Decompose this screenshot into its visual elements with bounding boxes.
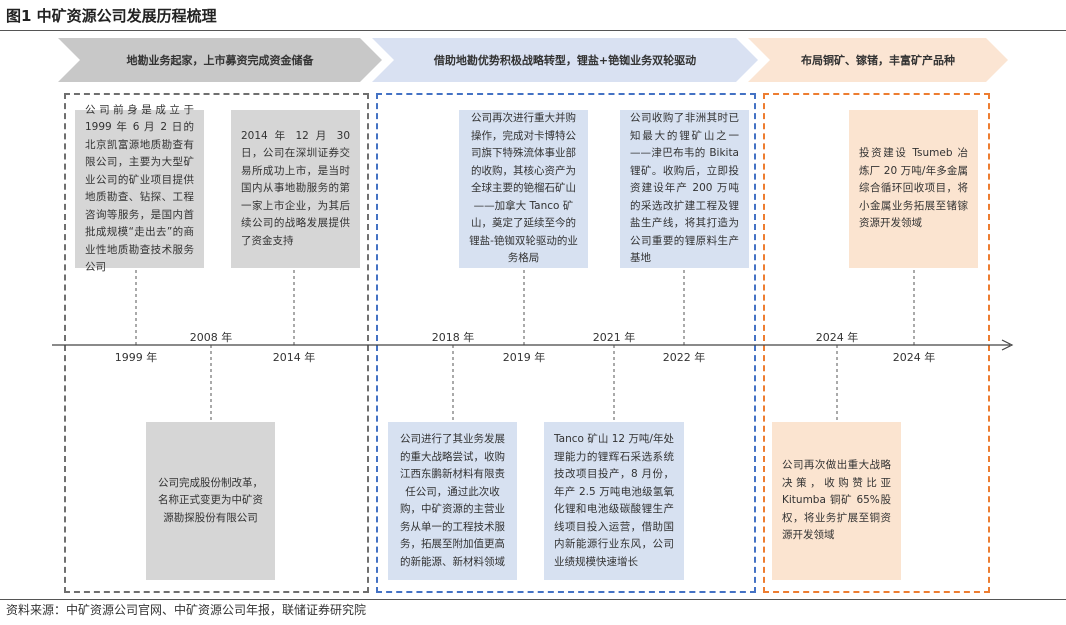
event-box-2024-top: 投资建设 Tsumeb 冶炼厂 20 万吨/年多金属综合循环回收项目，将小金属业… [849, 110, 978, 268]
year-label-2018: 2018 年 [431, 331, 475, 344]
year-label-2022: 2022 年 [662, 351, 706, 364]
year-label-2019: 2019 年 [502, 351, 546, 364]
year-label-2024-top: 2024 年 [892, 351, 936, 364]
event-box-2022: 公司收购了非洲其时已知最大的锂矿山之一——津巴布韦的 Bikita 锂矿。收购后… [620, 110, 749, 268]
event-box-2019: 公司再次进行重大并购操作，完成对卡博特公司旗下特殊流体事业部的收购，其核心资产为… [459, 110, 588, 268]
year-label-2008: 2008 年 [189, 331, 233, 344]
year-label-2021: 2021 年 [592, 331, 636, 344]
phase-3-banner: 布局铜矿、镓锗，丰富矿产品种 [748, 38, 1008, 82]
event-box-1999: 公司前身是成立于 1999 年 6 月 2 日的北京凯富源地质勘查有限公司，主要… [75, 104, 204, 273]
event-box-2014: 2014 年 12 月 30 日，公司在深圳证券交易所成功上市，是当时国内从事地… [231, 110, 360, 268]
figure-title: 图1 中矿资源公司发展历程梳理 [6, 7, 217, 25]
phase-2-frame [376, 93, 756, 593]
year-label-2014: 2014 年 [272, 351, 316, 364]
phase-1-frame [64, 93, 369, 593]
phase-1-banner: 地勘业务起家，上市募资完成资金储备 [58, 38, 382, 82]
source-rule [0, 599, 1066, 600]
year-label-1999: 1999 年 [114, 351, 158, 364]
event-box-2024-bottom: 公司再次做出重大战略决策，收购赞比亚 Kitumba 铜矿 65%股权，将业务扩… [772, 422, 901, 580]
year-label-2024-bottom: 2024 年 [815, 331, 859, 344]
phase-3-frame [763, 93, 990, 593]
event-box-2021: Tanco 矿山 12 万吨/年处理能力的锂辉石采选系统技改项目投产，8 月份，… [544, 422, 684, 580]
phase-2-banner: 借助地勘优势积极战略转型，锂盐+铯铷业务双轮驱动 [372, 38, 758, 82]
timeline-arrowhead [1001, 339, 1014, 351]
event-box-2018: 公司进行了其业务发展的重大战略尝试，收购江西东鹏新材料有限责任公司，通过此次收购… [388, 422, 517, 580]
source-note: 资料来源：中矿资源公司官网、中矿资源公司年报，联储证券研究院 [6, 603, 367, 617]
event-box-2008: 公司完成股份制改革，名称正式变更为中矿资源勘探股份有限公司 [146, 422, 275, 580]
title-rule [0, 30, 1066, 31]
